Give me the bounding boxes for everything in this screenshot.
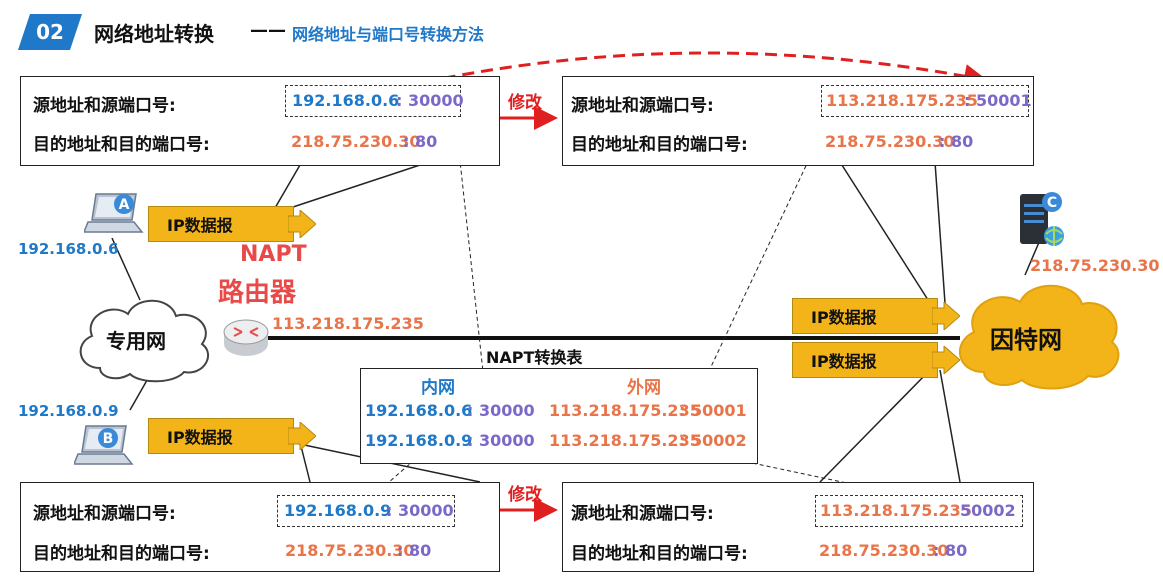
laptop-b-icon: B (74, 425, 134, 465)
private-network-label: 专用网 (106, 329, 166, 353)
host-b-letter: B (103, 431, 114, 447)
packet-box-top-left: 源地址和源端口号: 目的地址和目的端口号: 192.168.0.6 : 3000… (20, 76, 500, 166)
router-icon (223, 319, 269, 356)
datagram-out-2: IP数据报 (792, 342, 960, 378)
src-label: 源地址和源端口号: (571, 504, 714, 524)
host-c-letter: C (1047, 195, 1057, 211)
napt-table-title: NAPT转换表 (486, 348, 583, 367)
page-title: 网络地址转换 (94, 22, 214, 46)
src-highlight: 113.218.175.235 : 50001 (821, 85, 1032, 117)
dst-label: 目的地址和目的端口号: (571, 135, 748, 155)
server-c-ip: 218.75.230.30 (1030, 256, 1160, 275)
internet-cloud-icon (958, 284, 1120, 390)
server-c-icon: C (1020, 192, 1064, 246)
title-dash: —— (250, 20, 286, 41)
packet-box-bottom-left: 源地址和源端口号: 目的地址和目的端口号: 192.168.0.9 : 3000… (20, 482, 500, 572)
dst-label: 目的地址和目的端口号: (33, 135, 210, 155)
private-network-cloud-icon (79, 299, 209, 383)
col-inner-header: 内网 (421, 378, 455, 398)
dst-label: 目的地址和目的端口号: (33, 544, 210, 564)
src-highlight: 192.168.0.9 : 30000 (277, 495, 455, 527)
modify-label-top: 修改 (508, 93, 542, 113)
napt-label: NAPT (240, 242, 307, 267)
datagram-out-1: IP数据报 (792, 298, 960, 334)
src-highlight: 192.168.0.6 : 30000 (285, 85, 464, 117)
dst-label: 目的地址和目的端口号: (571, 544, 748, 564)
modify-arc (424, 51, 988, 88)
host-a-ip: 192.168.0.6 (18, 240, 119, 258)
packet-box-bottom-right: 源地址和源端口号: 目的地址和目的端口号: 113.218.175.235 50… (562, 482, 1034, 572)
modify-label-bottom: 修改 (508, 485, 542, 505)
router-label: 路由器 (218, 278, 297, 308)
datagram-b: IP数据报 (148, 418, 316, 454)
src-label: 源地址和源端口号: (33, 96, 176, 116)
laptop-a-icon: A (84, 193, 144, 233)
section-number-badge: 02 (18, 14, 82, 50)
page-subtitle: 网络地址与端口号转换方法 (292, 25, 485, 44)
src-label: 源地址和源端口号: (33, 504, 176, 524)
napt-table: 内网 外网 192.168.0.6 : 30000 113.218.175.23… (360, 368, 758, 464)
internet-label: 因特网 (990, 326, 1062, 354)
col-outer-header: 外网 (627, 378, 661, 398)
router-public-ip: 113.218.175.235 (272, 314, 424, 333)
packet-box-top-right: 源地址和源端口号: 目的地址和目的端口号: 113.218.175.235 : … (562, 76, 1034, 166)
src-label: 源地址和源端口号: (571, 96, 714, 116)
src-highlight: 113.218.175.235 50002 (815, 495, 1023, 527)
host-a-letter: A (119, 197, 130, 213)
host-b-ip: 192.168.0.9 (18, 402, 119, 420)
datagram-a: IP数据报 (148, 206, 316, 242)
